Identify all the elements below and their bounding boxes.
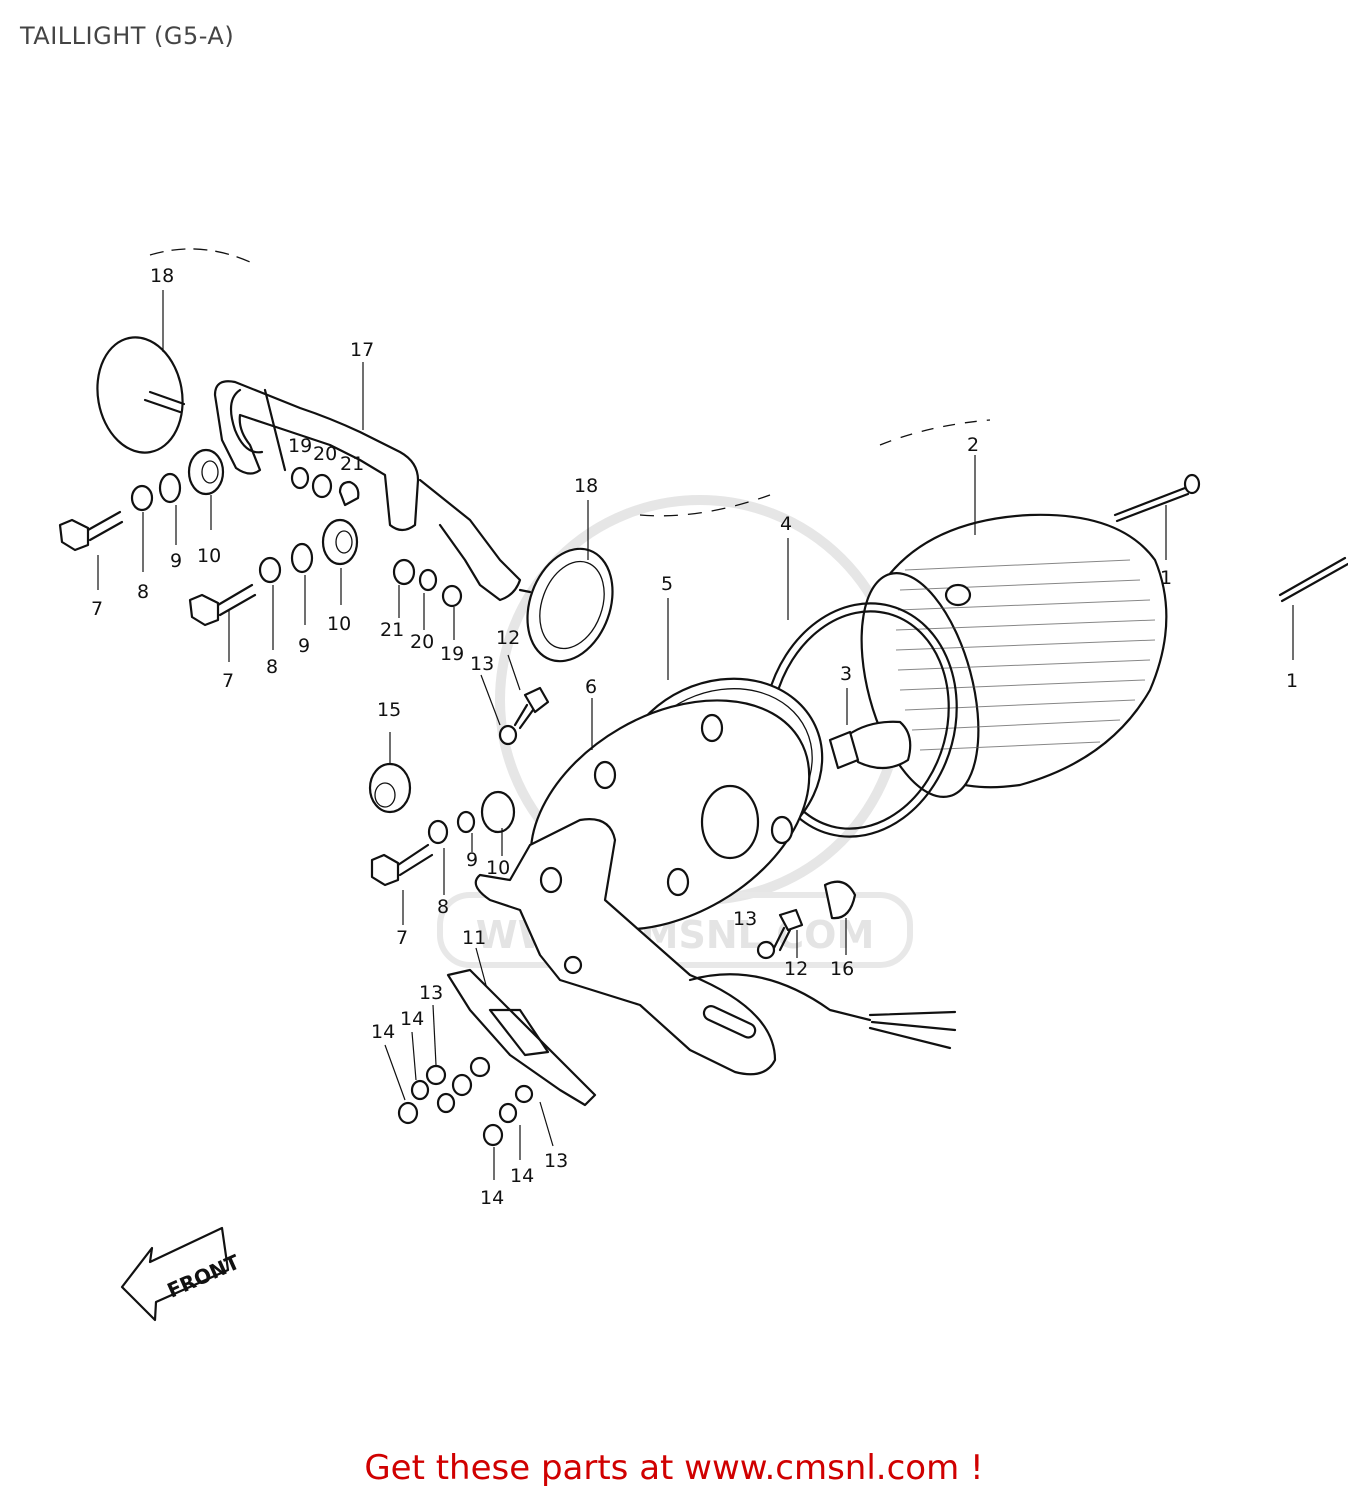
nuts-cluster [384, 1004, 554, 1180]
hardware-row-2 [188, 518, 359, 662]
callout-9c: 9 [466, 849, 478, 871]
callout-11: 11 [462, 927, 486, 949]
screw-12-center [480, 654, 550, 746]
callout-8c: 8 [437, 896, 449, 918]
callout-15: 15 [377, 699, 401, 721]
callout-6: 6 [585, 676, 597, 698]
license-plate-bracket [446, 968, 597, 1107]
callout-10c: 10 [486, 857, 510, 879]
callout-4: 4 [780, 513, 792, 535]
callout-5: 5 [661, 573, 673, 595]
reflector-18-left [96, 290, 186, 454]
callout-18b: 18 [574, 475, 598, 497]
callout-17: 17 [350, 339, 374, 361]
callout-1a: 1 [1160, 567, 1172, 589]
nuts-lower [392, 558, 463, 640]
callout-3: 3 [840, 663, 852, 685]
screws-1 [1113, 473, 1348, 660]
nuts-upper [290, 466, 360, 507]
callout-19b: 19 [440, 643, 464, 665]
callout-9a: 9 [170, 550, 182, 572]
callout-12a: 12 [496, 627, 520, 649]
callout-13b: 13 [733, 908, 757, 930]
callout-20b: 20 [410, 631, 434, 653]
exploded-parts-diagram: WWW.CMSNL.COM [58, 248, 1348, 1322]
footer-link-text[interactable]: Get these parts at www.cmsnl.com ! [364, 1448, 984, 1488]
callout-21a: 21 [340, 453, 364, 475]
callout-10a: 10 [197, 545, 221, 567]
callout-1b: 1 [1286, 670, 1298, 692]
callout-14c: 14 [510, 1165, 534, 1187]
callout-10b: 10 [327, 613, 351, 635]
front-direction-arrow: FRONT [120, 1226, 243, 1322]
hardware-center [368, 732, 516, 925]
callout-7b: 7 [222, 670, 234, 692]
callout-18a: 18 [150, 265, 174, 287]
callout-21b: 21 [380, 619, 404, 641]
hardware-right [756, 880, 857, 960]
callout-8b: 8 [266, 656, 278, 678]
callout-7c: 7 [396, 927, 408, 949]
hardware-row-1 [58, 448, 225, 590]
plate-bracket-11 [474, 818, 957, 1076]
callout-13d: 13 [544, 1150, 568, 1172]
callout-13c: 13 [419, 982, 443, 1004]
callout-14a: 14 [400, 1008, 424, 1030]
callout-13a: 13 [470, 653, 494, 675]
bracket-17 [213, 362, 522, 602]
callout-9b: 9 [298, 635, 310, 657]
callout-labels: 18 17 19 20 21 7 8 9 10 7 8 9 10 21 20 1… [91, 265, 1298, 1209]
page-title: TAILLIGHT (G5-A) [20, 22, 235, 50]
callout-16: 16 [830, 958, 854, 980]
callout-8a: 8 [137, 581, 149, 603]
callout-12b: 12 [784, 958, 808, 980]
callout-14b: 14 [371, 1021, 395, 1043]
callout-20a: 20 [313, 443, 337, 465]
callout-14d: 14 [480, 1187, 504, 1209]
callout-19a: 19 [288, 435, 312, 457]
callout-7a: 7 [91, 598, 103, 620]
bulb-3 [828, 688, 912, 770]
lens-housing-2 [860, 455, 1168, 798]
callout-2: 2 [967, 434, 979, 456]
reflector-18-center [518, 500, 614, 663]
